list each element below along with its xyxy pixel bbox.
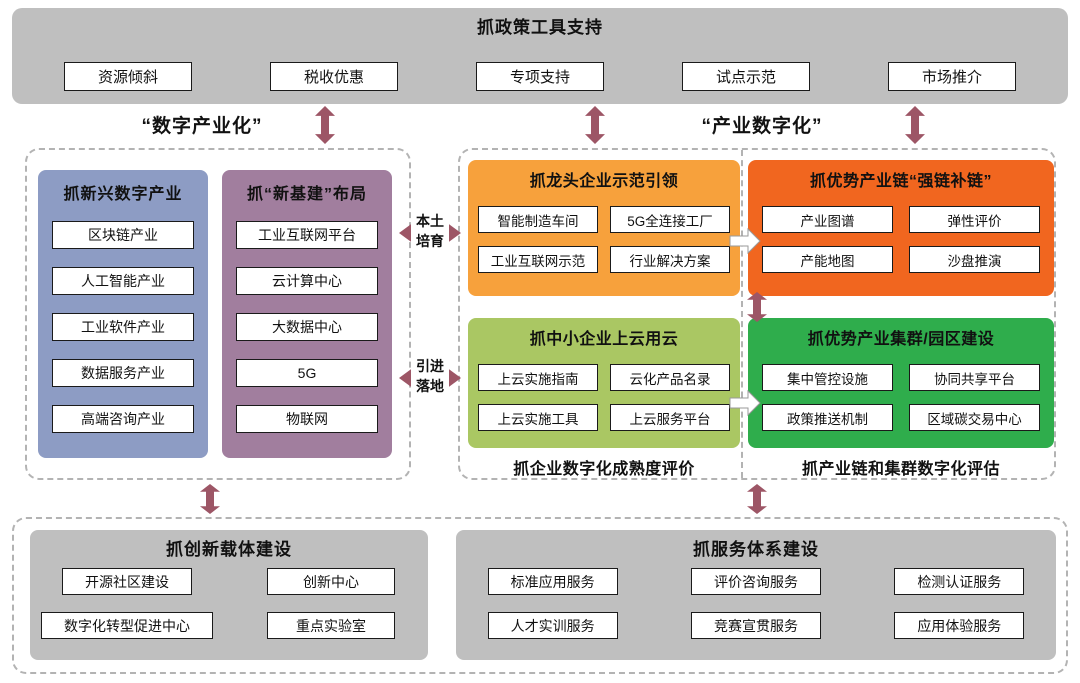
policy-support-panel: 抓政策工具支持 资源倾斜 税收优惠 专项支持 试点示范 市场推介 (12, 8, 1068, 104)
quadrant-item: 弹性评价 (909, 206, 1040, 233)
service-link-arrow-icon (747, 484, 767, 514)
introduction-landing-label: 引进落地 (411, 356, 449, 397)
quadrant-item: 区域碳交易中心 (909, 404, 1040, 431)
digital-industry-group (25, 148, 411, 480)
label-industry-digitalization: “产业数字化” (701, 116, 823, 137)
industry-item: 高端咨询产业 (52, 405, 194, 433)
advantage-industry-chain-title: 抓优势产业链“强链补链” (809, 173, 992, 190)
quadrant-item: 协同共享平台 (909, 364, 1040, 391)
sme-cloud-adoption-items: 上云实施指南 云化产品名录 上云实施工具 上云服务平台 (468, 364, 740, 431)
new-infrastructure-column: 抓“新基建”布局 工业互联网平台 云计算中心 大数据中心 5G 物联网 (222, 170, 392, 458)
infrastructure-item: 5G (236, 359, 378, 387)
quadrant-link-arrow-icon (747, 292, 767, 322)
quadrant-item: 云化产品名录 (610, 364, 730, 391)
support-system-group (12, 517, 1068, 674)
quadrant-item: 上云实施工具 (478, 404, 598, 431)
service-item: 应用体验服务 (894, 612, 1025, 639)
service-item: 标准应用服务 (487, 568, 618, 595)
innovation-item: 数字化转型促进中心 (41, 612, 213, 639)
innovation-carrier-items: 开源社区建设 创新中心 数字化转型促进中心 重点实验室 (30, 568, 428, 639)
sme-cloud-adoption-quadrant: 抓中小企业上云用云 上云实施指南 云化产品名录 上云实施工具 上云服务平台 (468, 318, 740, 448)
quadrant-item: 上云实施指南 (478, 364, 598, 391)
leading-enterprise-demo-quadrant: 抓龙头企业示范引领 智能制造车间 5G全连接工厂 工业互联网示范 行业解决方案 (468, 160, 740, 296)
quadrant-item: 行业解决方案 (610, 246, 730, 273)
infrastructure-item: 物联网 (236, 405, 378, 433)
industry-item: 区块链产业 (52, 221, 194, 249)
local-cultivation-label: 本土培育 (411, 211, 449, 252)
sme-cloud-adoption-title: 抓中小企业上云用云 (529, 331, 679, 348)
policy-support-title: 抓政策工具支持 (477, 18, 603, 37)
advantage-industry-chain-items: 产业图谱 弹性评价 产能地图 沙盘推演 (748, 206, 1054, 273)
cluster-assessment-label: 抓产业链和集群数字化评估 (801, 461, 1000, 478)
policy-tool-item: 专项支持 (476, 62, 604, 91)
infrastructure-item: 工业互联网平台 (236, 221, 378, 249)
innovation-link-arrow-icon (200, 484, 220, 514)
policy-tool-row: 资源倾斜 税收优惠 专项支持 试点示范 市场推介 (64, 62, 1016, 91)
emerging-digital-industry-column: 抓新兴数字产业 区块链产业 人工智能产业 工业软件产业 数据服务产业 高端咨询产… (38, 170, 208, 458)
quadrant-item: 上云服务平台 (610, 404, 730, 431)
emerging-digital-industry-title: 抓新兴数字产业 (63, 186, 183, 203)
new-infrastructure-title: 抓“新基建”布局 (246, 186, 367, 203)
infrastructure-item: 大数据中心 (236, 313, 378, 341)
policy-tool-item: 资源倾斜 (64, 62, 192, 91)
group-divider (741, 150, 743, 478)
service-system-panel: 抓服务体系建设 标准应用服务 评价咨询服务 检测认证服务 人才实训服务 竞赛宣贯… (456, 530, 1056, 660)
industry-cluster-park-title: 抓优势产业集群/园区建设 (807, 331, 995, 348)
label-digital-industrialization: “数字产业化” (141, 116, 263, 137)
innovation-item: 开源社区建设 (62, 568, 192, 595)
industry-item: 数据服务产业 (52, 359, 194, 387)
new-infrastructure-items: 工业互联网平台 云计算中心 大数据中心 5G 物联网 (222, 221, 392, 433)
quadrant-item: 集中管控设施 (762, 364, 893, 391)
quadrant-item: 工业互联网示范 (478, 246, 598, 273)
service-item: 评价咨询服务 (690, 568, 821, 595)
quadrant-item: 智能制造车间 (478, 206, 598, 233)
industry-item: 人工智能产业 (52, 267, 194, 295)
policy-link-arrow-icon (905, 106, 925, 144)
chain-flow-arrow-icon (729, 228, 761, 254)
service-system-items: 标准应用服务 评价咨询服务 检测认证服务 人才实训服务 竞赛宣贯服务 应用体验服… (456, 568, 1056, 639)
leading-enterprise-demo-items: 智能制造车间 5G全连接工厂 工业互联网示范 行业解决方案 (468, 206, 740, 273)
leading-enterprise-demo-title: 抓龙头企业示范引领 (529, 173, 679, 190)
cloud-flow-arrow-icon (729, 390, 761, 416)
quadrant-item: 沙盘推演 (909, 246, 1040, 273)
infrastructure-item: 云计算中心 (236, 267, 378, 295)
advantage-industry-chain-quadrant: 抓优势产业链“强链补链” 产业图谱 弹性评价 产能地图 沙盘推演 (748, 160, 1054, 296)
quadrant-item: 政策推送机制 (762, 404, 893, 431)
service-item: 人才实训服务 (487, 612, 618, 639)
emerging-digital-industry-items: 区块链产业 人工智能产业 工业软件产业 数据服务产业 高端咨询产业 (38, 221, 208, 433)
quadrant-item: 产业图谱 (762, 206, 893, 233)
industry-digitalization-group (458, 148, 1056, 480)
service-item: 检测认证服务 (894, 568, 1025, 595)
industry-cluster-park-quadrant: 抓优势产业集群/园区建设 集中管控设施 协同共享平台 政策推送机制 区域碳交易中… (748, 318, 1054, 448)
innovation-item: 重点实验室 (267, 612, 395, 639)
policy-tool-item: 试点示范 (682, 62, 810, 91)
policy-tool-item: 税收优惠 (270, 62, 398, 91)
quadrant-item: 5G全连接工厂 (610, 206, 730, 233)
policy-link-arrow-icon (315, 106, 335, 144)
industry-cluster-park-items: 集中管控设施 协同共享平台 政策推送机制 区域碳交易中心 (748, 364, 1054, 431)
innovation-item: 创新中心 (267, 568, 395, 595)
policy-link-arrow-icon (585, 106, 605, 144)
policy-tool-item: 市场推介 (888, 62, 1016, 91)
service-system-title: 抓服务体系建设 (693, 540, 819, 559)
quadrant-item: 产能地图 (762, 246, 893, 273)
innovation-carrier-title: 抓创新载体建设 (166, 540, 292, 559)
industry-item: 工业软件产业 (52, 313, 194, 341)
innovation-carrier-panel: 抓创新载体建设 开源社区建设 创新中心 数字化转型促进中心 重点实验室 (30, 530, 428, 660)
maturity-evaluation-label: 抓企业数字化成熟度评价 (513, 461, 695, 478)
service-item: 竞赛宣贯服务 (690, 612, 821, 639)
